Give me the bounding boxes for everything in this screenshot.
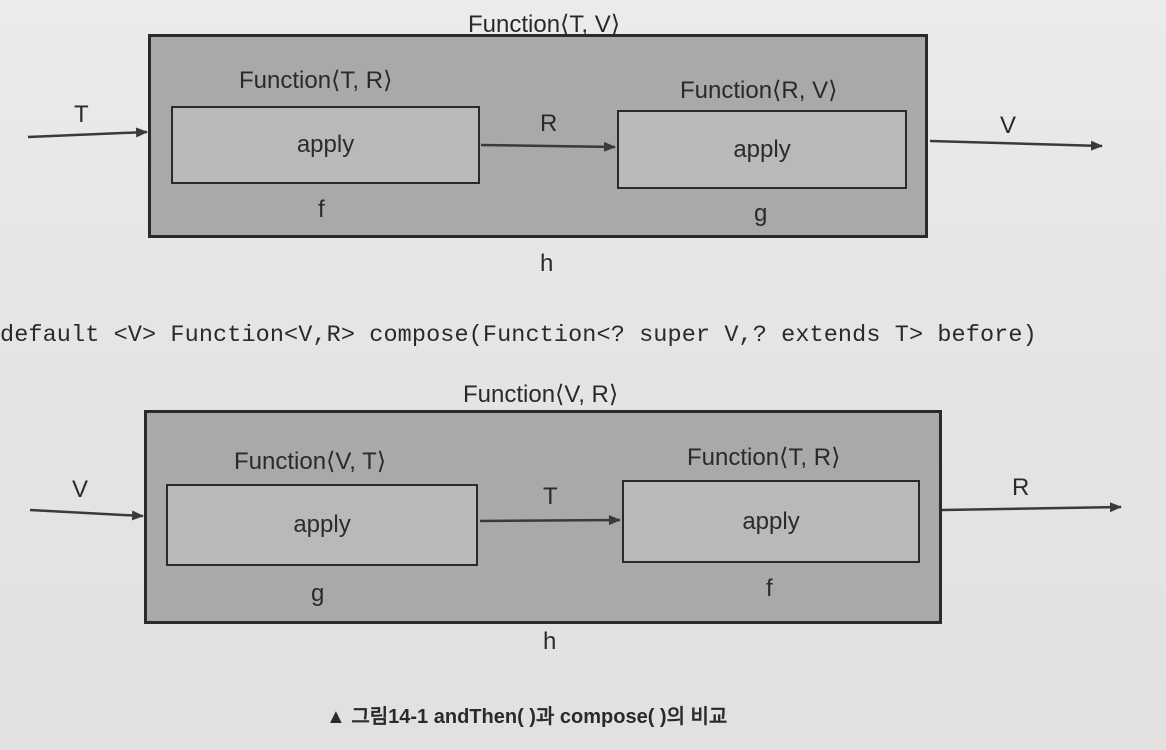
compose-signature: default <V> Function<V,R> compose(Functi… — [0, 322, 1037, 349]
top-output-label: V — [1000, 112, 1017, 139]
top-right-apply-box: apply — [617, 110, 907, 189]
bottom-middle-label: T — [543, 483, 558, 510]
top-outer-title: Function⟨T, V⟩ — [468, 11, 621, 38]
top-right-name-g: g — [754, 200, 768, 227]
bottom-right-name-f: f — [766, 575, 773, 602]
bottom-output-label: R — [1012, 474, 1030, 501]
bottom-left-type-label: Function⟨V, T⟩ — [234, 448, 387, 475]
bottom-right-type-label: Function⟨T, R⟩ — [687, 444, 841, 471]
bottom-right-apply-box: apply — [622, 480, 920, 563]
top-input-label: T — [74, 101, 89, 128]
bottom-input-arrow — [29, 508, 144, 521]
top-output-arrow — [929, 139, 1103, 151]
bottom-output-arrow — [941, 502, 1122, 513]
bottom-left-apply-label: apply — [293, 511, 351, 538]
top-right-apply-label: apply — [733, 135, 791, 163]
top-input-arrow — [27, 127, 148, 139]
bottom-right-apply-label: apply — [742, 507, 800, 535]
bottom-outer-title: Function⟨V, R⟩ — [463, 381, 619, 408]
top-left-apply-label: apply — [296, 131, 355, 158]
top-left-apply-box: apply — [171, 106, 480, 184]
bottom-left-name-g: g — [311, 580, 325, 607]
top-left-name-f: f — [318, 196, 325, 223]
bottom-input-label: V — [72, 476, 89, 503]
top-middle-label: R — [540, 110, 558, 137]
bottom-left-apply-box: apply — [166, 484, 478, 566]
top-right-type-label: Function⟨R, V⟩ — [680, 77, 838, 104]
figure-caption: ▲ 그림14-1 andThen( )과 compose( )의 비교 — [326, 706, 728, 728]
top-outer-name-h: h — [540, 250, 554, 277]
top-left-type-label: Function⟨T, R⟩ — [239, 67, 393, 94]
bottom-outer-name-h: h — [543, 628, 557, 655]
